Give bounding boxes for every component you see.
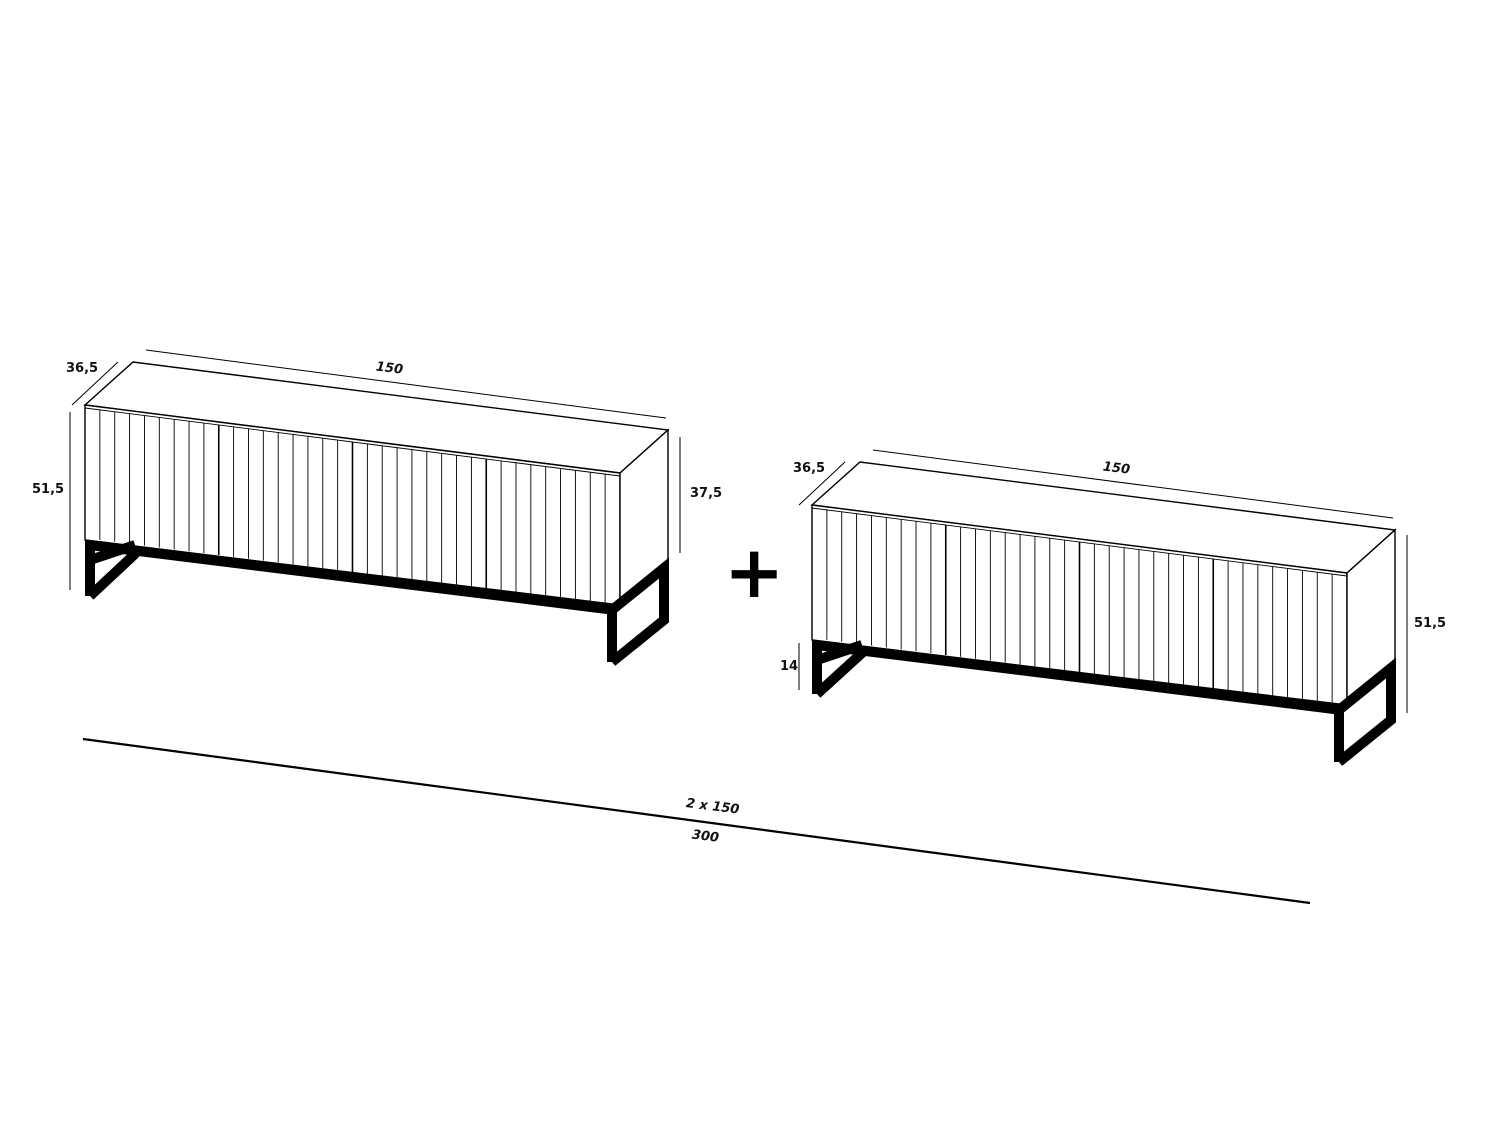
left-depth-line <box>71 361 119 406</box>
left-width-line <box>145 349 667 419</box>
left-slats <box>84 407 621 605</box>
right-depth-label: 36,5 <box>793 461 825 476</box>
left-height-body-label: 37,5 <box>690 486 722 501</box>
right-width-label: 150 <box>1102 459 1131 477</box>
door-top-edge <box>84 407 621 477</box>
right-leg-height-label: 14 <box>780 659 798 674</box>
right-metal-base <box>812 639 1396 766</box>
left-depth-label: 36,5 <box>66 361 98 376</box>
left-height-total-label: 51,5 <box>32 482 64 497</box>
total-label-bottom: 300 <box>691 828 720 846</box>
left-sideboard <box>83 361 670 666</box>
total-dimension: 2 x 150 300 <box>82 737 1311 905</box>
plus-sign: + <box>724 530 784 614</box>
right-slats <box>811 507 1348 705</box>
left-width-label: 150 <box>375 359 404 377</box>
right-width-line <box>872 449 1394 519</box>
total-label-top: 2 x 150 <box>685 796 740 817</box>
right-dimensions: 36,5 150 51,5 14 <box>780 449 1446 713</box>
left-metal-base <box>85 539 669 666</box>
right-depth-line <box>798 461 846 506</box>
door-top-edge <box>811 507 1348 577</box>
right-height-total-label: 51,5 <box>1414 616 1446 631</box>
left-dimensions: 36,5 150 51,5 37,5 <box>32 349 722 590</box>
right-sideboard <box>810 461 1397 766</box>
total-line <box>82 737 1311 905</box>
